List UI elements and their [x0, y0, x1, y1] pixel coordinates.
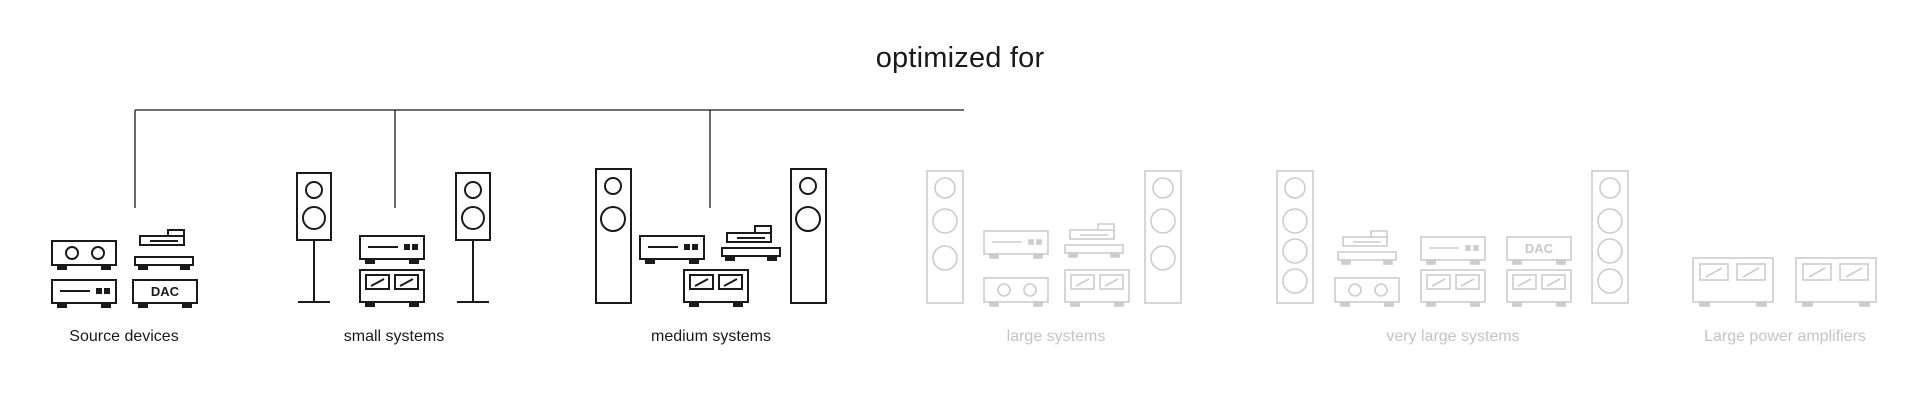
dac-icon: DAC [1506, 236, 1572, 265]
power-amplifier-icon [1795, 257, 1877, 307]
turntable-icon [1337, 230, 1397, 265]
power-amplifier-icon [1420, 269, 1486, 307]
amplifier-icon [1334, 277, 1400, 307]
diagram-title: optimized for [875, 42, 1045, 74]
category-label-large-systems: large systems [1006, 328, 1106, 345]
small-systems-group [296, 172, 491, 307]
category-label-medium-systems: medium systems [650, 328, 772, 345]
bookshelf-speaker-left-icon [296, 172, 332, 303]
turntable-icon [721, 225, 781, 261]
power-amplifier-icon [1506, 269, 1572, 307]
connector-lines [134, 109, 964, 208]
floorstanding-speaker-left-icon [1276, 170, 1314, 304]
category-label-large-power-amplifiers: Large power amplifiers [1704, 328, 1866, 345]
source-devices-group: DAC [51, 229, 198, 308]
floorstanding-speaker-right-icon [790, 168, 827, 304]
very-large-systems-group: DAC [1276, 170, 1629, 307]
turntable-icon [134, 229, 194, 270]
cd-player-icon [1420, 236, 1486, 265]
floorstanding-speaker-right-icon [1591, 170, 1629, 304]
turntable-icon [1064, 223, 1124, 258]
cd-player-icon [639, 235, 705, 264]
power-amplifier-icon [1692, 257, 1774, 307]
power-amplifier-icon [683, 269, 749, 307]
cd-player-icon [359, 235, 425, 264]
medium-systems-group [595, 168, 827, 307]
cd-player-icon [51, 279, 117, 308]
amplifier-icon [983, 277, 1049, 307]
category-label-very-large-systems: very large systems [1386, 328, 1520, 345]
large-systems-group [926, 170, 1182, 307]
amplifier-icon [51, 240, 117, 270]
power-amplifier-icon [1064, 269, 1130, 307]
dac-text: DAC [151, 284, 180, 299]
cd-player-icon [983, 230, 1049, 259]
category-label-source-devices: Source devices [69, 328, 179, 345]
floorstanding-speaker-right-icon [1144, 170, 1182, 304]
bookshelf-speaker-right-icon [455, 172, 491, 303]
floorstanding-speaker-left-icon [595, 168, 632, 304]
power-amplifier-icon [359, 269, 425, 307]
category-label-small-systems: small systems [343, 328, 445, 345]
large-power-amplifiers-group [1692, 257, 1877, 307]
floorstanding-speaker-left-icon [926, 170, 964, 304]
dac-text: DAC [1525, 241, 1554, 256]
dac-icon: DAC [132, 279, 198, 308]
